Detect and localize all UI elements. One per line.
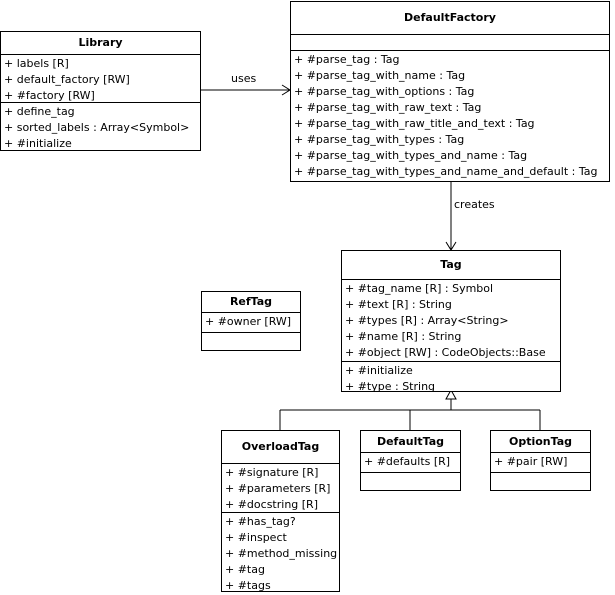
operations-compartment [491,472,590,490]
class-library[interactable]: Library + labels [R] + default_factory [R… [0,31,201,151]
member-row: + #docstring [R] [225,498,318,511]
attributes-compartment [291,34,609,50]
member-row: + #parse_tag_with_options : Tag [294,85,475,98]
member-row: + #parse_tag_with_raw_text : Tag [294,101,482,114]
member-row: + define_tag [4,105,75,118]
attributes-compartment: + #tag_name [R] : Symbol + #text [R] : St… [342,279,560,361]
operations-compartment: + define_tag + sorted_labels : Array<Symb… [1,102,200,150]
operations-compartment [361,472,460,490]
attributes-compartment: + #owner [RW] [202,312,300,332]
member-row: + sorted_labels : Array<Symbol> [4,121,190,134]
class-name: DefaultFactory [404,11,496,24]
member-row: + #pair [RW] [494,455,568,468]
member-row: + #tags [225,579,271,592]
attributes-compartment: + #pair [RW] [491,452,590,472]
member-row: + #signature [R] [225,466,319,479]
class-default-tag[interactable]: DefaultTag + #defaults [R] [360,430,461,491]
operations-compartment: + #has_tag? + #inspect + #method_missing + … [222,512,339,592]
member-row: + #parameters [R] [225,482,331,495]
member-row: + #types [R] : Array<String> [345,314,509,327]
attributes-compartment: + #signature [R] + #parameters [R] + #docs… [222,463,339,512]
class-ref-tag[interactable]: RefTag + #owner [RW] [201,291,301,351]
member-row: + #text [R] : String [345,298,452,311]
operations-compartment: + #parse_tag : Tag + #parse_tag_with_name… [291,50,609,181]
member-row: + #name [R] : String [345,330,462,343]
member-row: + #parse_tag_with_name : Tag [294,69,466,82]
member-row: + #object [RW] : CodeObjects::Base [345,346,546,359]
member-row: + #defaults [R] [364,455,451,468]
class-overload-tag[interactable]: OverloadTag + #signature [R] + #parameter… [221,430,340,592]
member-row: + #tag_name [R] : Symbol [345,282,494,295]
member-row: + #tag [225,563,265,576]
attributes-compartment: + labels [R] + default_factory [RW] + #fac… [1,54,200,102]
member-row: + #factory [RW] [4,89,95,102]
member-row: + #parse_tag_with_types_and_name_and_def… [294,165,598,178]
member-row: + #initialize [4,137,72,150]
member-row: + #type : String [345,380,436,393]
member-row: + #parse_tag_with_types : Tag [294,133,465,146]
member-row: + #has_tag? [225,515,296,528]
operations-compartment: + #initialize + #type : String [342,361,560,393]
member-row: + labels [R] [4,57,69,70]
member-row: + #parse_tag_with_raw_title_and_text : T… [294,117,535,130]
member-row: + #parse_tag : Tag [294,53,400,66]
class-name: RefTag [229,295,273,308]
creates-label: creates [454,198,495,211]
uses-label: uses [231,72,257,85]
member-row: + #initialize [345,364,413,377]
member-row: + #parse_tag_with_types_and_name : Tag [294,149,528,162]
class-name: OverloadTag [241,440,320,453]
operations-compartment [202,332,300,350]
member-row: + #inspect [225,531,287,544]
member-row: + #owner [RW] [205,315,292,328]
member-row: + #method_missing [225,547,338,560]
class-name: OptionTag [508,435,573,448]
class-name: Tag [440,258,462,271]
class-name: Library [78,36,123,49]
class-tag[interactable]: Tag + #tag_name [R] : Symbol + #text [R] … [341,250,561,393]
class-option-tag[interactable]: OptionTag + #pair [RW] [490,430,591,491]
member-row: + default_factory [RW] [4,73,130,86]
class-name: DefaultTag [376,435,445,448]
attributes-compartment: + #defaults [R] [361,452,460,472]
class-default-factory[interactable]: DefaultFactory + #parse_tag : Tag+ #pars… [290,1,610,182]
generalization-triangle [445,388,457,400]
